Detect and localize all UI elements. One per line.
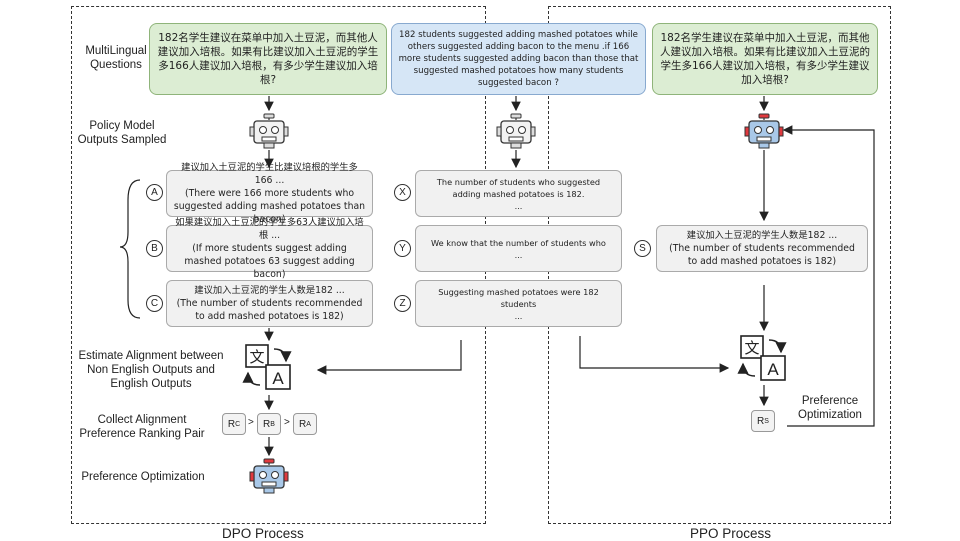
- output-y-text: We know that the number of students who: [431, 237, 606, 248]
- svg-text:文: 文: [249, 348, 264, 366]
- caption-dpo: DPO Process: [222, 526, 304, 541]
- output-x-ellipsis: ...: [514, 200, 523, 211]
- label-estimate-alignment: Estimate Alignment between Non English O…: [78, 350, 224, 390]
- output-y-ellipsis: ...: [514, 249, 523, 260]
- output-c: 建议加入土豆泥的学生人数是182 ... (The number of stud…: [166, 280, 373, 327]
- question-zh-dpo: 182名学生建议在菜单中加入土豆泥，而其他人建议加入培根。如果有比建议加入土豆泥…: [149, 23, 387, 95]
- label-preference-optimization-dpo: Preference Optimization: [81, 471, 205, 483]
- svg-text:文: 文: [744, 339, 759, 357]
- output-z-ellipsis: ...: [514, 310, 523, 321]
- output-s-zh: 建议加入土豆泥的学生人数是182 ...: [686, 230, 838, 241]
- output-x: The number of students who suggested add…: [415, 170, 622, 217]
- marker-a: A: [146, 184, 163, 201]
- output-a: 建议加入土豆泥的学生比建议培根的学生多166 ... (There were 1…: [166, 162, 373, 225]
- question-zh-ppo: 182名学生建议在菜单中加入土豆泥，而其他人建议加入培根。如果有比建议加入土豆泥…: [652, 23, 878, 95]
- output-a-en: (There were 166 more students who sugges…: [173, 188, 366, 225]
- output-x-text: The number of students who suggested add…: [436, 176, 601, 199]
- output-b: 如果建议加入土豆泥的学生多63人建议加入培根 ... (If more stud…: [166, 217, 373, 280]
- rank-gt-1: >: [248, 417, 254, 428]
- label-collect-pairs: Collect Alignment Preference Ranking Pai…: [79, 414, 205, 440]
- output-z: Suggesting mashed potatoes were 182 stud…: [415, 280, 622, 327]
- output-y: We know that the number of students who …: [415, 225, 622, 272]
- label-preference-optimization-ppo: Preference Optimization: [798, 395, 862, 421]
- output-z-text: Suggesting mashed potatoes were 182 stud…: [438, 286, 599, 309]
- arrow-en-to-ppo-translate: [579, 336, 730, 373]
- marker-y: Y: [394, 240, 411, 257]
- arrow-en-to-dpo-translate: [316, 340, 462, 375]
- svg-text:A: A: [767, 360, 779, 379]
- label-multilingual-questions: MultiLingual Questions: [85, 45, 147, 71]
- marker-x: X: [394, 184, 411, 201]
- label-policy-outputs: Policy Model Outputs Sampled: [77, 120, 167, 146]
- brace: [119, 179, 141, 319]
- marker-b: B: [146, 240, 163, 257]
- output-c-zh: 建议加入土豆泥的学生人数是182 ...: [194, 285, 345, 296]
- rank-gt-2: >: [284, 417, 290, 428]
- output-b-en: (If more students suggest adding mashed …: [184, 243, 355, 280]
- caption-ppo: PPO Process: [690, 526, 772, 541]
- output-s-en: (The number of students recommended to a…: [669, 243, 855, 267]
- question-en: 182 students suggested adding mashed pot…: [391, 23, 646, 95]
- svg-text:A: A: [272, 369, 284, 388]
- arrow-ppo-feedback: [782, 125, 875, 427]
- marker-z: Z: [394, 295, 411, 312]
- marker-s: S: [634, 240, 651, 257]
- output-s: 建议加入土豆泥的学生人数是182 ... (The number of stud…: [656, 225, 868, 272]
- output-b-zh: 如果建议加入土豆泥的学生多63人建议加入培根 ...: [175, 217, 364, 241]
- output-c-en: (The number of students recommended to a…: [176, 298, 363, 322]
- output-a-zh: 建议加入土豆泥的学生比建议培根的学生多166 ...: [181, 162, 358, 186]
- marker-c: C: [146, 295, 163, 312]
